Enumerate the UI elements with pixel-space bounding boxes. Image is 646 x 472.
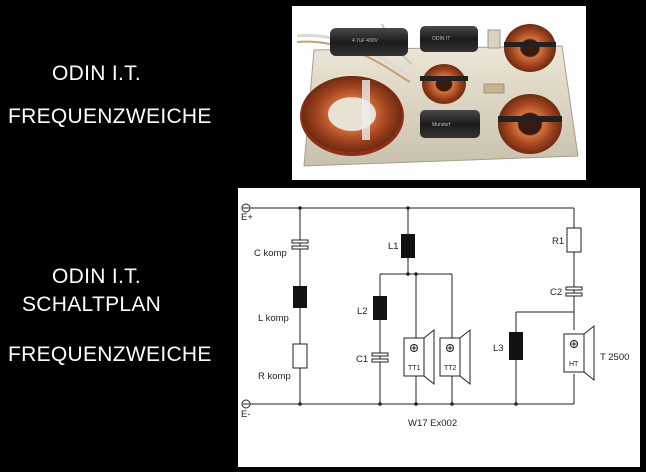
subtitle-frequenzweiche-bottom: FREQUENZWEICHE [8, 343, 212, 366]
l3-inductor-icon [509, 332, 523, 360]
crossover-photo-illustration: 4.7uF 400V ODIN IT Mundorf [296, 23, 579, 167]
label-tt2: TT2 [444, 365, 457, 372]
label-tweeter-model: T 2500 [600, 352, 629, 363]
l-komp-inductor-icon [293, 286, 307, 308]
crossover-schematic: E+ E- C komp L komp R komp L1 L2 C1 L3 R… [241, 203, 629, 429]
label-tt1: TT1 [408, 365, 421, 372]
label-e-minus: E- [241, 409, 251, 420]
title-odin-it-top: ODIN I.T. [52, 62, 142, 85]
schematic-panel: E+ E- C komp L komp R komp L1 L2 C1 L3 R… [238, 188, 640, 467]
c-komp-capacitor-icon [291, 239, 309, 250]
svg-text:4.7uF 400V: 4.7uF 400V [352, 38, 379, 44]
crossover-photo: 4.7uF 400V ODIN IT Mundorf [292, 6, 586, 180]
r1-resistor-icon [566, 227, 582, 253]
label-woofer-model: W17 Ex002 [408, 418, 457, 429]
l1-inductor-icon [401, 234, 415, 258]
label-c2: C2 [550, 287, 562, 298]
r-komp-resistor-icon [292, 343, 308, 369]
label-c-komp: C komp [254, 248, 287, 259]
label-l-komp: L komp [258, 313, 289, 324]
label-l3: L3 [493, 343, 504, 354]
l2-inductor-icon [373, 296, 387, 320]
label-c1: C1 [356, 354, 368, 365]
label-r1: R1 [552, 236, 564, 247]
title-schaltplan: SCHALTPLAN [22, 293, 162, 316]
tt1-speaker-icon [403, 328, 435, 386]
label-ht: HT [569, 361, 579, 368]
c1-capacitor-icon [371, 352, 389, 363]
tt2-speaker-icon [439, 328, 471, 386]
label-l2: L2 [357, 306, 368, 317]
subtitle-frequenzweiche-top: FREQUENZWEICHE [8, 105, 212, 128]
svg-text:Mundorf: Mundorf [432, 122, 451, 128]
label-l1: L1 [388, 241, 399, 252]
title-odin-it-bottom: ODIN I.T. [52, 265, 142, 288]
c2-capacitor-icon [565, 286, 583, 297]
label-r-komp: R komp [258, 371, 291, 382]
ht-tweeter-speaker-icon [563, 324, 595, 382]
svg-text:ODIN IT: ODIN IT [432, 36, 450, 42]
label-e-plus: E+ [241, 212, 253, 223]
